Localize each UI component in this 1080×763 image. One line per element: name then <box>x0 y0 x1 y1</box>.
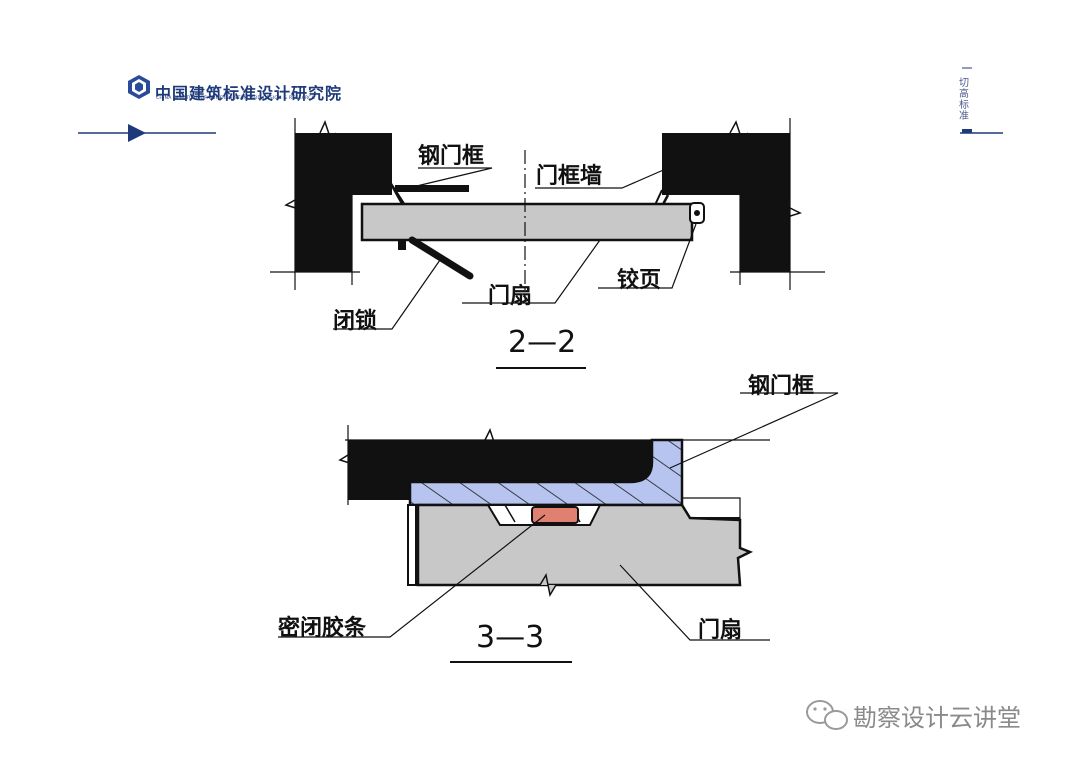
label-steel-frame-2-2: 钢门框 <box>418 144 485 169</box>
logo-mark-icon <box>128 75 150 99</box>
lock-handle <box>408 236 474 280</box>
label-lock: 闭锁 <box>333 309 378 334</box>
leader-seal-strip <box>278 514 546 638</box>
break-mark <box>539 572 557 598</box>
break-mark <box>782 207 802 223</box>
section-title-3-3: 3—3 <box>476 620 545 655</box>
wall-3-3 <box>348 440 652 500</box>
leader-steel-frame <box>399 167 493 191</box>
logo <box>126 74 152 100</box>
label-door-leaf-3-3: 门扇 <box>698 618 743 643</box>
door-leaf-2-2 <box>360 202 694 242</box>
leader-hinge <box>598 223 697 289</box>
logo-text-en: CHINA INSTITUTE OF BUILDING STANDARD DES… <box>156 96 316 101</box>
break-mark <box>284 199 304 215</box>
left-wall <box>295 133 392 272</box>
seal-strip <box>531 506 579 524</box>
hinge-pin <box>694 210 700 216</box>
frame-bracket-line <box>682 497 741 530</box>
label-steel-frame-3-3: 钢门框 <box>748 374 815 399</box>
section-2-2-drawing <box>270 118 825 369</box>
lock-body <box>398 240 406 250</box>
label-hinge: 铰页 <box>617 268 662 293</box>
logo-text-cn: 中国建筑标准设计研究院 <box>155 84 343 103</box>
section-title-2-2: 2—2 <box>508 325 577 360</box>
right-wall <box>662 133 790 272</box>
section-3-3-drawing <box>278 392 839 663</box>
arrow-right-icon <box>128 124 146 142</box>
label-frame-wall: 门框墙 <box>536 164 603 189</box>
frame-anchor <box>395 185 469 192</box>
leader-door-leaf <box>462 239 601 304</box>
side-vertical-text: 切高标准 <box>959 78 969 122</box>
label-seal-strip: 密闭胶条 <box>278 616 367 641</box>
break-mark <box>729 120 749 142</box>
break-mark <box>319 119 337 142</box>
leader-frame-wall <box>535 167 669 189</box>
leader-steel-frame-3-3 <box>669 392 839 469</box>
frame-edge-3-3 <box>407 504 417 586</box>
leader-door-leaf-3-3 <box>619 564 770 641</box>
leader-lock <box>333 259 441 330</box>
wechat-icon <box>806 700 848 730</box>
watermark-text: 勘察设计云讲堂 <box>853 704 1021 732</box>
break-mark <box>484 428 502 450</box>
label-door-leaf-2-2: 门扇 <box>488 284 533 309</box>
